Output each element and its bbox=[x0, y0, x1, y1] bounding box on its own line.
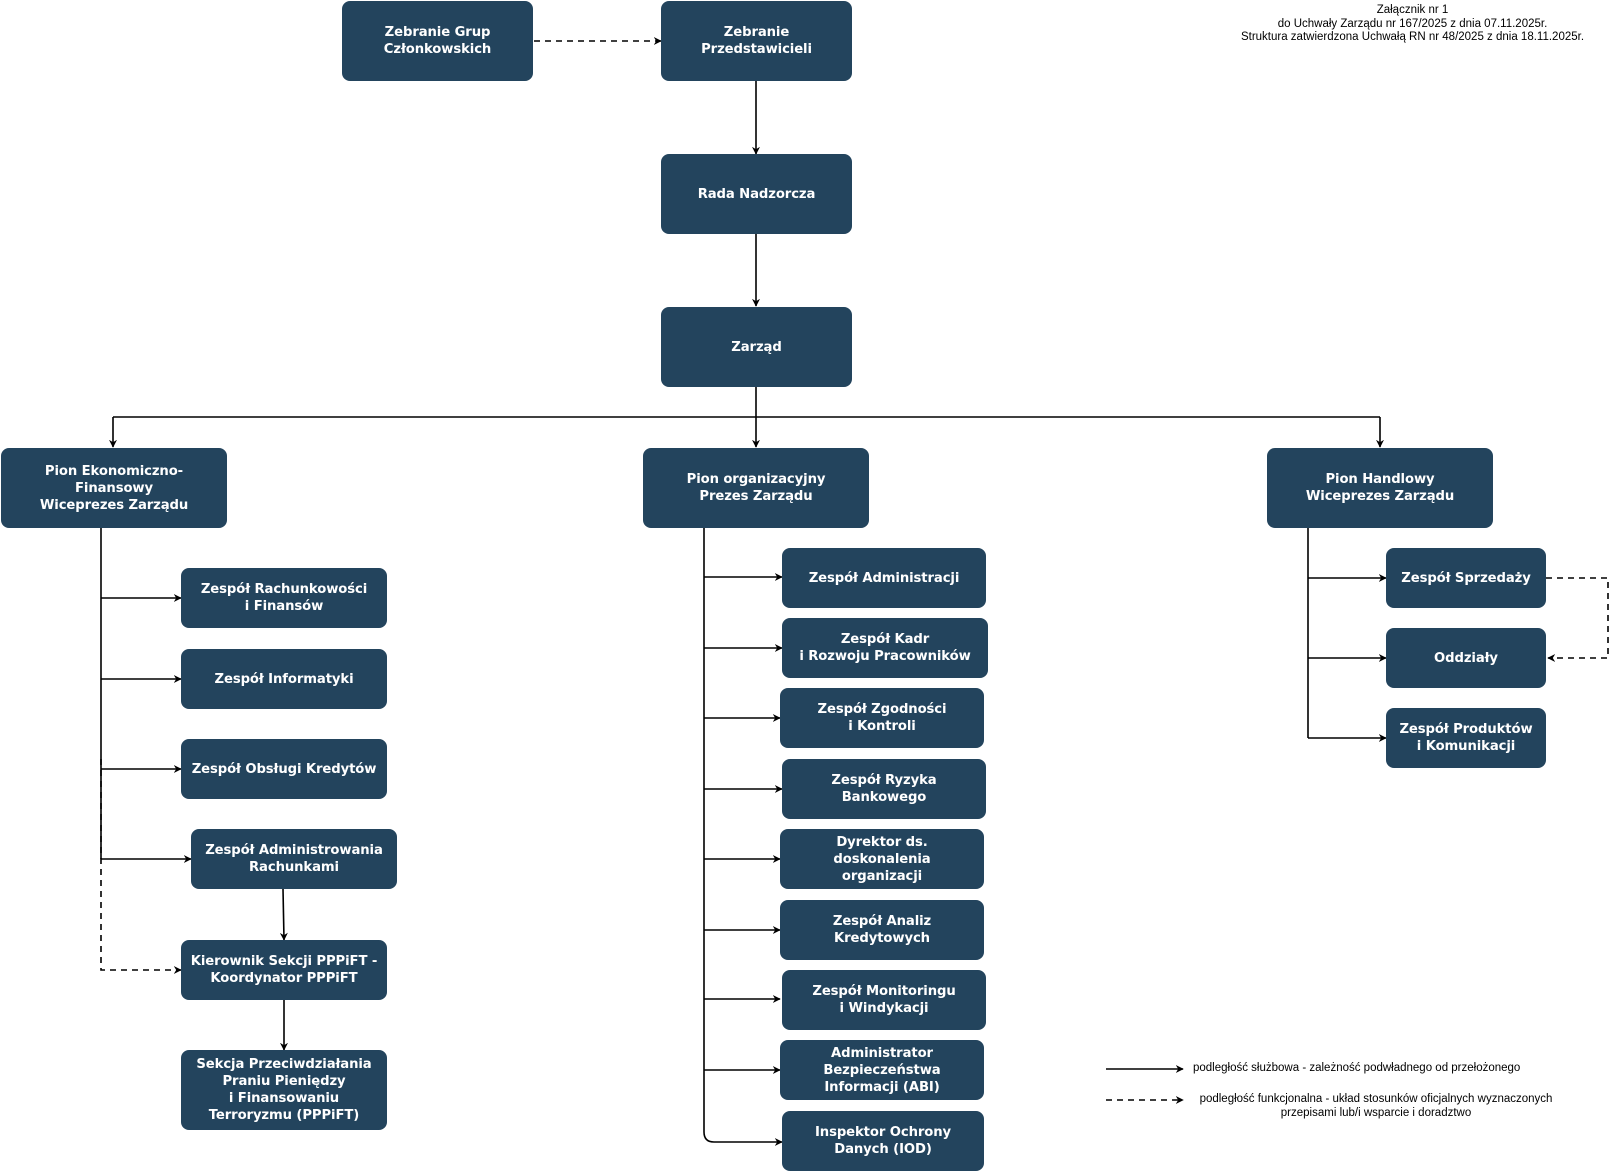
node-zespol-ryzyka: Zespół Ryzyka Bankowego bbox=[782, 759, 986, 819]
edge-org-trunk bbox=[703, 527, 783, 1146]
node-pion-handlowy: Pion Handlowy Wiceprezes Zarządu bbox=[1267, 448, 1493, 528]
header-note-line: do Uchwały Zarządu nr 167/2025 z dnia 07… bbox=[1277, 17, 1548, 30]
node-zespol-informatyki: Zespół Informatyki bbox=[181, 649, 387, 709]
node-administrator-abi: Administrator Bezpieczeństwa Informacji … bbox=[780, 1040, 984, 1100]
node-kierownik-sekcji-pppift: Kierownik Sekcji PPPiFT - Koordynator PP… bbox=[181, 940, 387, 1000]
node-zarzad: Zarząd bbox=[661, 307, 852, 387]
node-zebranie-przedstawicieli: Zebranie Przedstawicieli bbox=[661, 1, 852, 81]
node-pion-organizacyjny: Pion organizacyjny Prezes Zarządu bbox=[643, 448, 869, 528]
node-zespol-administrowania-rachunkami: Zespół Administrowania Rachunkami bbox=[191, 829, 397, 889]
node-zespol-rachunkowosci: Zespół Rachunkowości i Finansów bbox=[181, 568, 387, 628]
node-zespol-administracji: Zespół Administracji bbox=[782, 548, 986, 608]
node-oddzialy: Oddziały bbox=[1386, 628, 1546, 688]
header-note-line: Załącznik nr 1 bbox=[1376, 4, 1449, 16]
node-inspektor-iod: Inspektor Ochrony Danych (IOD) bbox=[782, 1111, 984, 1171]
node-zespol-analiz: Zespół Analiz Kredytowych bbox=[780, 900, 984, 960]
node-dyrektor-doskonalenia: Dyrektor ds. doskonalenia organizacji bbox=[780, 829, 984, 889]
header-note-line: Struktura zatwierdzona Uchwałą RN nr 48/… bbox=[1240, 31, 1585, 43]
legend-solid-label: podległość służbowa - zależność podwładn… bbox=[1193, 1062, 1521, 1074]
edge-sprzedazy-dashed-to-oddzialy bbox=[1546, 577, 1609, 662]
node-zespol-sprzedazy: Zespół Sprzedaży bbox=[1386, 548, 1546, 608]
header-note: Załącznik nr 1 do Uchwały Zarządu nr 167… bbox=[1215, 4, 1610, 45]
node-pion-ekonomiczno-finansowy: Pion Ekonomiczno-Finansowy Wiceprezes Za… bbox=[1, 448, 227, 528]
legend-dashed-label: podległość funkcjonalna - układ stosunkó… bbox=[1199, 1093, 1553, 1119]
edge-ekon-dashed-to-kierownik bbox=[100, 759, 182, 974]
node-zespol-produktow: Zespół Produktów i Komunikacji bbox=[1386, 708, 1546, 768]
node-rada-nadzorcza: Rada Nadzorcza bbox=[661, 154, 852, 234]
node-zespol-obslugi-kredytow: Zespół Obsługi Kredytów bbox=[181, 739, 387, 799]
node-zebranie-grup: Zebranie Grup Członkowskich bbox=[342, 1, 533, 81]
node-zespol-monitoringu: Zespół Monitoringu i Windykacji bbox=[782, 970, 986, 1030]
edge-administrowania-to-kierownik bbox=[279, 888, 288, 941]
node-sekcja-pppift: Sekcja Przeciwdziałania Praniu Pieniędzy… bbox=[181, 1050, 387, 1130]
node-zespol-zgodnosci: Zespół Zgodności i Kontroli bbox=[780, 688, 984, 748]
node-zespol-kadr: Zespół Kadr i Rozwoju Pracowników bbox=[782, 618, 988, 678]
